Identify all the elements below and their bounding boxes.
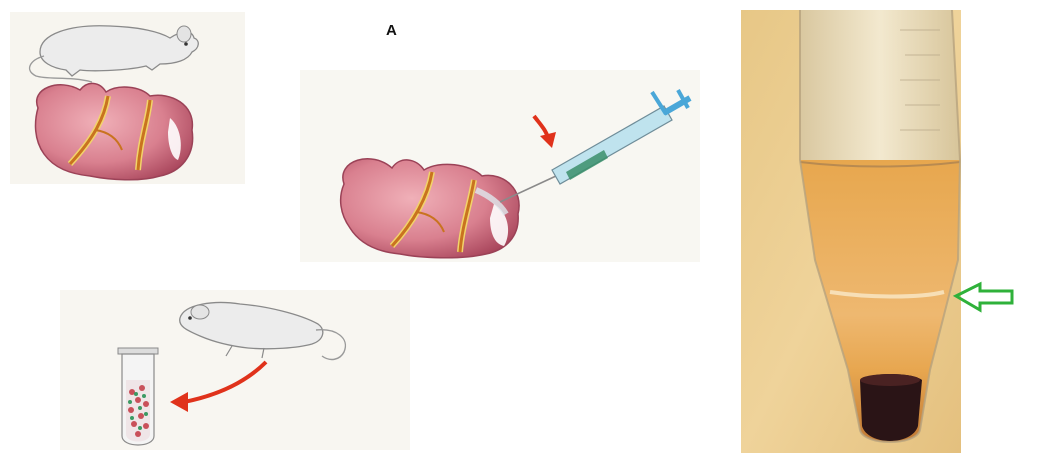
hollow-arrow-icon (956, 284, 1012, 310)
test-tube-icon (118, 348, 158, 445)
centrifuge-tube-photo (741, 10, 961, 453)
heart-icon (36, 83, 193, 179)
